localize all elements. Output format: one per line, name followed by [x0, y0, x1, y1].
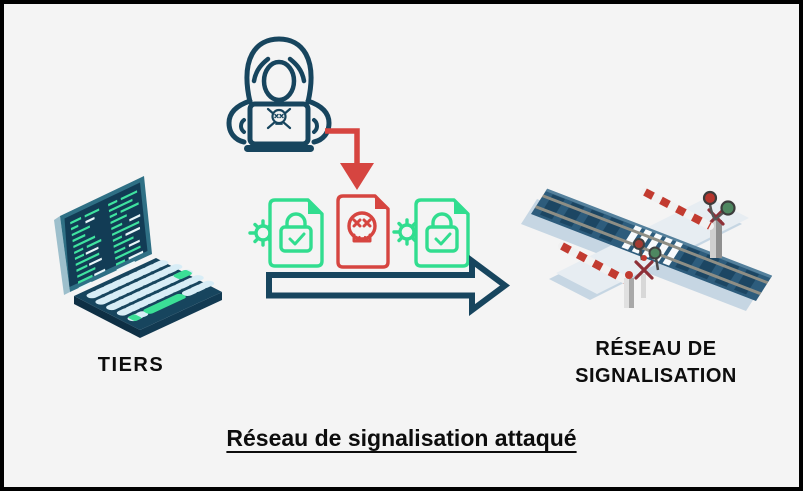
secure-document-icon: [414, 198, 470, 268]
diagram-caption: Réseau de signalisation attaqué: [226, 425, 577, 451]
signal-network-label-line2: SIGNALISATION: [575, 365, 737, 387]
signal-mast-icon: [702, 190, 736, 258]
barrier-icon: [558, 242, 634, 308]
secure-document-icon: [268, 198, 324, 268]
skull-icon: [347, 211, 377, 243]
padlock-check-icon: [425, 212, 459, 253]
signal-network-label-line1: RÉSEAU DE: [595, 338, 717, 360]
signal-light-icon: [633, 238, 662, 271]
railway-crossing-icon: [521, 188, 773, 311]
crossbuck-sign-icon: [634, 255, 654, 298]
signal-network-label: RÉSEAU DE SIGNALISATION: [531, 336, 781, 390]
attack-arrow-icon: [325, 128, 374, 190]
barrier-icon: [641, 188, 714, 230]
padlock-check-icon: [279, 212, 313, 253]
diagram-artwork: [54, 36, 773, 338]
malware-document-icon: [336, 194, 390, 269]
rails: [534, 194, 769, 295]
laptop-code-lines: [70, 190, 144, 290]
document-flow: [248, 194, 470, 269]
hacker-icon: [226, 36, 332, 152]
third-party-laptop-icon: [54, 176, 222, 338]
flow-arrow-icon: [266, 255, 511, 316]
laptop-keyboard: [86, 259, 215, 322]
skull-crossbones-icon: [266, 107, 292, 130]
tiers-label: TIERS: [97, 354, 165, 376]
